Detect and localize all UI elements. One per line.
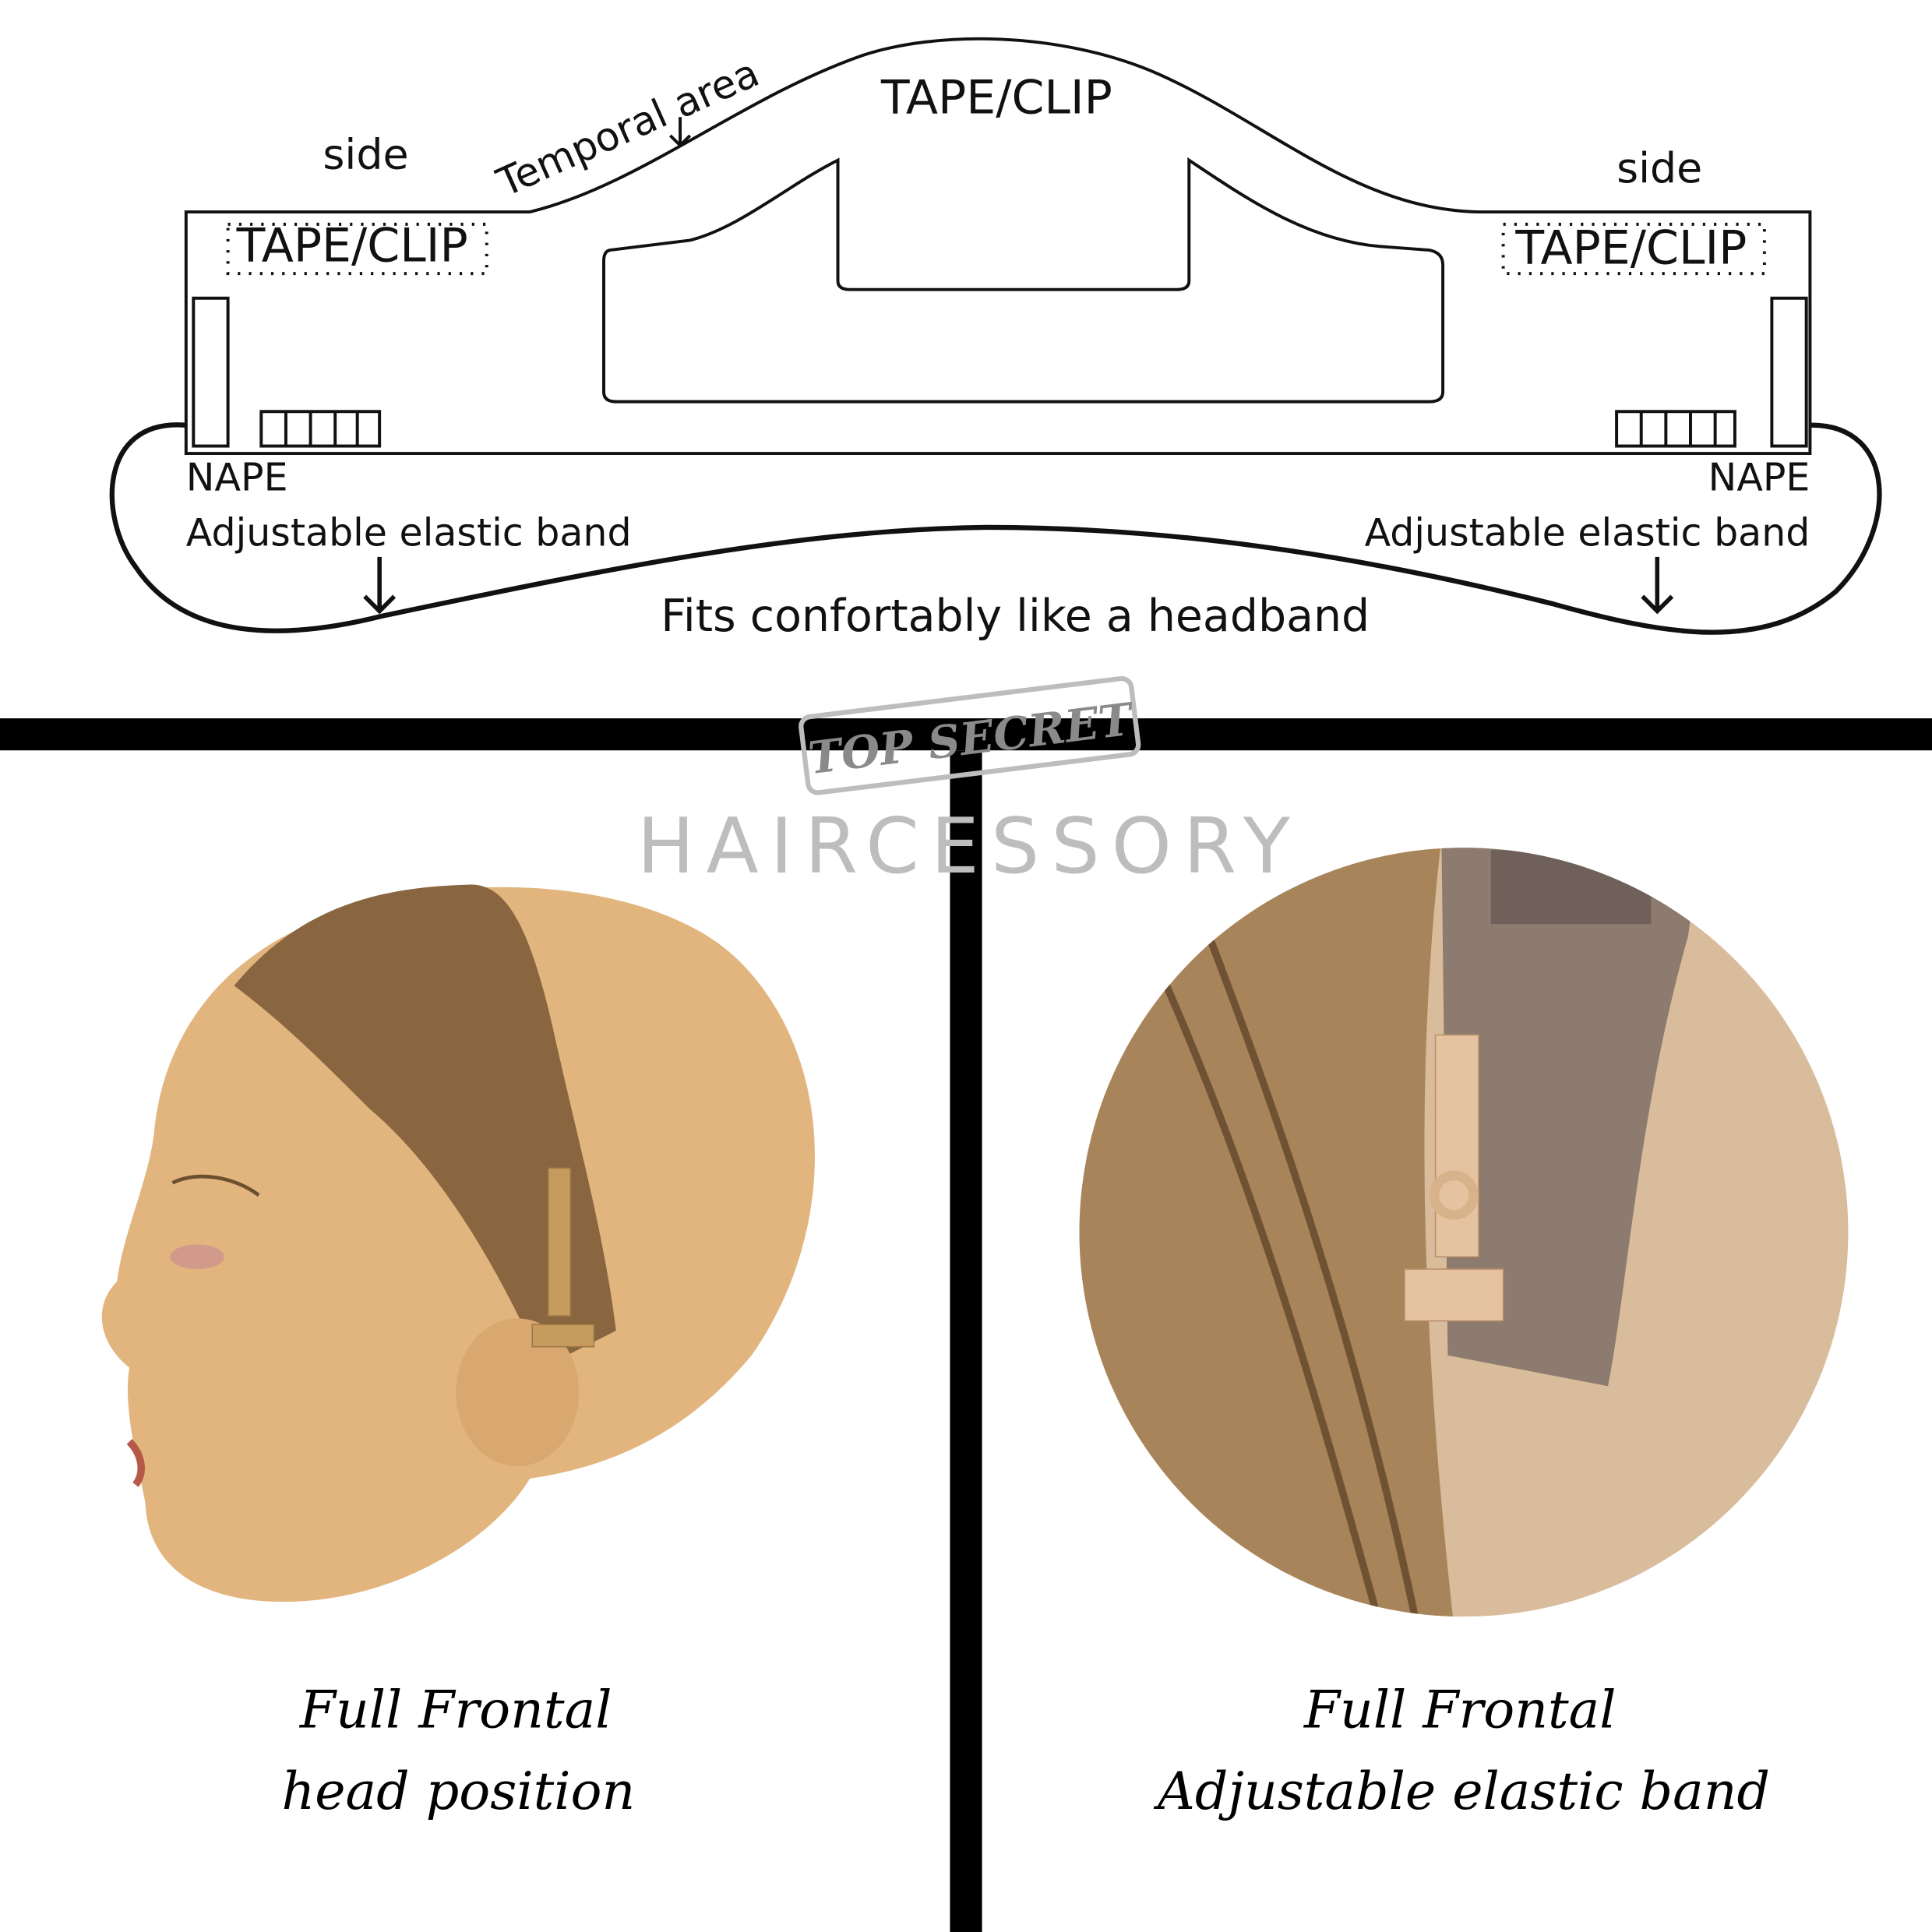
label-nape-left: NAPE: [186, 454, 288, 499]
caption-right-line2: Adjustable elastic band: [1153, 1761, 1770, 1821]
elastic-band: [109, 422, 1882, 635]
vertical-divider: [950, 750, 982, 1932]
elastic-band-photo: [1079, 848, 1849, 1617]
label-tape-clip-right: TAPE/CLIP: [1514, 220, 1747, 275]
logo-brand: HAIRCESSORY: [637, 802, 1291, 891]
caption-left-line1: Full Frontal: [299, 1679, 612, 1740]
clip-right: [1770, 296, 1808, 448]
wig-schematic: [109, 37, 1882, 635]
adjuster-right: [1615, 410, 1736, 448]
inner-cutout: [602, 157, 1445, 404]
clip-left: [192, 296, 230, 448]
label-tape-clip-left: TAPE/CLIP: [236, 218, 468, 273]
arrow-temporal: [669, 117, 692, 148]
horizontal-divider: [0, 718, 1932, 751]
label-elastic-right: Adjustable elastic band: [1365, 510, 1810, 555]
outer-outline: [184, 37, 1812, 456]
adjuster-left: [259, 410, 382, 448]
label-side-left: side: [323, 130, 408, 179]
label-temporal: Temporal area: [489, 49, 765, 206]
arrow-left: [363, 556, 397, 615]
label-fits: Fits confortably like a headband: [661, 591, 1370, 642]
caption-right-line1: Full Frontal: [1303, 1679, 1616, 1740]
label-tape-clip-top: TAPE/CLIP: [880, 71, 1112, 125]
label-nape-right: NAPE: [1708, 454, 1810, 499]
arrow-right: [1641, 556, 1674, 615]
mannequin-head-image: [101, 884, 815, 1602]
label-elastic-left: Adjustable elastic band: [186, 510, 632, 555]
label-side-right: side: [1616, 143, 1702, 192]
caption-left-line2: head position: [281, 1761, 635, 1821]
